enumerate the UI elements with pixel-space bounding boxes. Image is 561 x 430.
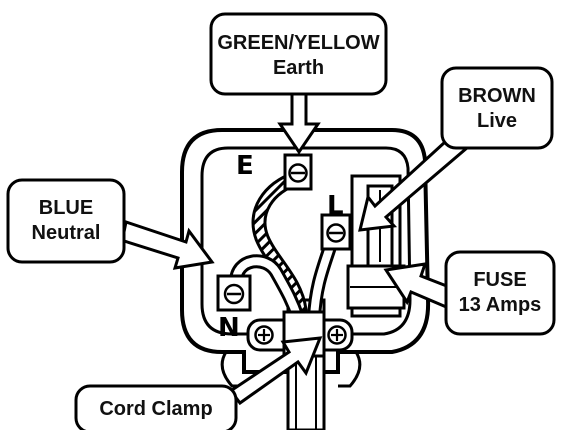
callout-neutral: BLUE Neutral bbox=[6, 178, 126, 264]
live-label-name: Live bbox=[477, 110, 517, 132]
earth-arrow bbox=[277, 92, 321, 155]
callout-earth: GREEN/YELLOW Earth bbox=[209, 12, 388, 96]
callout-live: BROWN Live bbox=[440, 66, 554, 150]
clamp-screw-left bbox=[254, 325, 274, 345]
neutral-terminal bbox=[216, 274, 252, 312]
earth-terminal bbox=[283, 153, 313, 191]
callout-cord-clamp: Cord Clamp bbox=[74, 384, 238, 430]
cord-clamp-arrow bbox=[228, 336, 323, 406]
neutral-label-color: BLUE bbox=[39, 197, 93, 219]
earth-letter: E bbox=[236, 151, 254, 181]
neutral-label-name: Neutral bbox=[32, 222, 101, 244]
callout-fuse: FUSE 13 Amps bbox=[444, 250, 556, 336]
neutral-letter: N bbox=[218, 313, 240, 343]
live-terminal bbox=[320, 213, 352, 251]
fuse-label-title: FUSE bbox=[473, 269, 526, 291]
live-letter: L bbox=[327, 191, 344, 221]
earth-label-color: GREEN/YELLOW bbox=[217, 32, 379, 54]
live-arrow bbox=[358, 129, 471, 232]
cord-clamp-label: Cord Clamp bbox=[99, 398, 212, 420]
neutral-arrow bbox=[119, 220, 215, 270]
live-label-color: BROWN bbox=[458, 85, 536, 107]
fuse bbox=[346, 264, 406, 310]
clamp-screw-right bbox=[327, 325, 347, 345]
fuse-label-rating: 13 Amps bbox=[459, 294, 542, 316]
earth-label-name: Earth bbox=[273, 57, 324, 79]
